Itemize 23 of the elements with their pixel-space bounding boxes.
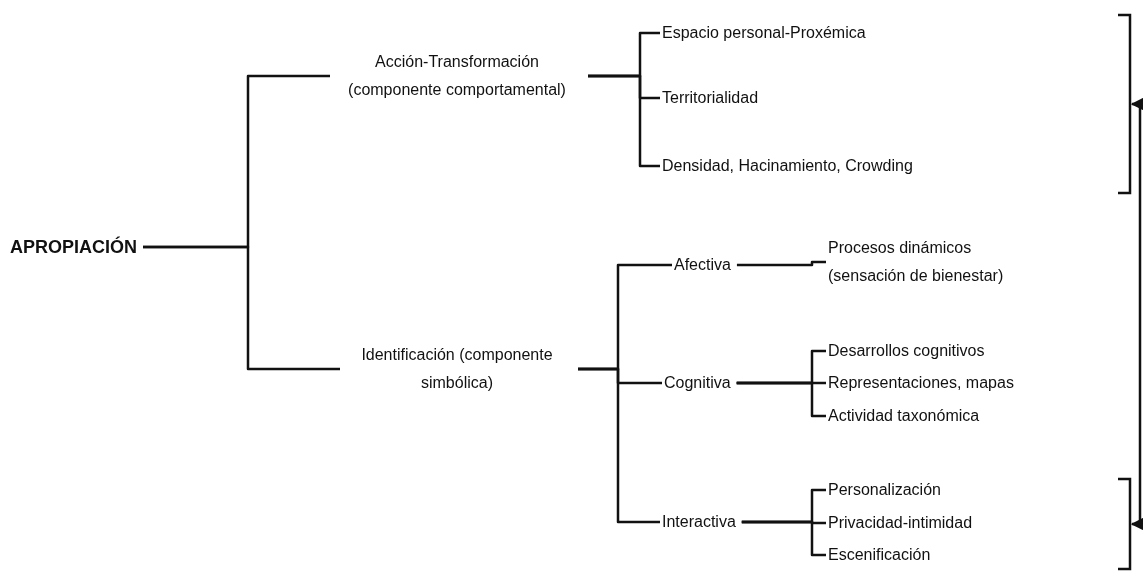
arrow: [1130, 97, 1144, 531]
bracket-item-label: Espacio personal-Proxémica: [660, 19, 868, 47]
bracket-line: [588, 74, 660, 168]
bracket-line: [736, 260, 826, 267]
bracket-item-label: Densidad, Hacinamiento, Crowding: [660, 152, 915, 180]
bracket-item-label: Desarrollos cognitivos: [826, 337, 987, 365]
bracket-line: [143, 245, 340, 371]
bracket-item-label: Procesos dinámicos (sensación de bienestar): [826, 234, 1050, 290]
bracket-item-label: Representaciones, mapas: [826, 369, 1016, 397]
bracket-item-label: Territorialidad: [660, 84, 761, 112]
bracket-item-label: Actividad taxonómica: [826, 402, 982, 430]
bracket-line: [578, 367, 660, 524]
main-heading: APROPIACIÓN: [8, 233, 139, 261]
bracket-line: [736, 381, 826, 418]
bracket-item-label: Acción-Transformación (componente comportamental): [330, 48, 584, 104]
bracket-item-label: Identificación (componente simbólica): [340, 341, 574, 397]
bracket-line: [741, 520, 826, 557]
bracket-item-label: Afectiva: [672, 251, 733, 279]
bracket-item-label: Interactiva: [660, 508, 738, 536]
bracket-item-label: Personalización: [826, 476, 943, 504]
bracket-item-label: Privacidad-intimidad: [826, 509, 975, 537]
bracket-item-label: Escenificación: [826, 541, 933, 569]
bracket-item-label: Cognitiva: [662, 369, 733, 397]
